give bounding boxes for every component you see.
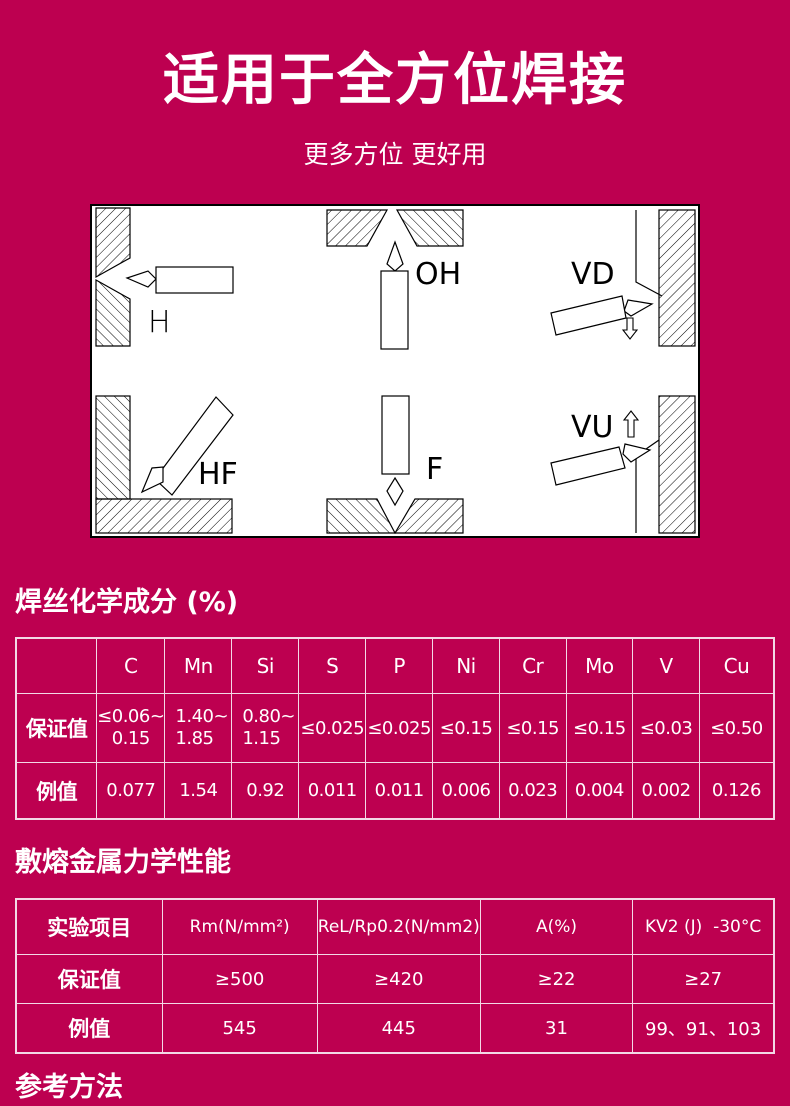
header-cell-rm: Rm(N/mm²) [161, 898, 318, 955]
next-section-title: 参考方法 [15, 1072, 123, 1103]
row-label-guaranteed: 保证值 [15, 693, 98, 763]
cell-si: 0.80~1.15 [231, 693, 300, 763]
header-cell-cu: Cu [698, 637, 775, 694]
cell-s: ≤0.025 [298, 693, 367, 763]
cell-ni: ≤0.15 [432, 693, 500, 763]
svg-text:H: H [148, 305, 171, 340]
header-cell-mn: Mn [164, 637, 233, 694]
hf-position-icon: HF [95, 395, 238, 534]
svg-text:VU: VU [571, 410, 613, 445]
header-cell-test-item: 实验项目 [15, 898, 163, 955]
cell-mn: 1.54 [164, 762, 233, 820]
svg-text:F: F [426, 452, 443, 487]
row-label-example: 例值 [15, 762, 98, 820]
oh-position-icon: OH [326, 209, 464, 350]
cell-ni: 0.006 [432, 762, 500, 820]
cell-kv2: 99、91、103 [632, 1003, 775, 1054]
cell-kv2: ≥27 [632, 954, 775, 1004]
header-cell-mo: Mo [565, 637, 634, 694]
cell-v: 0.002 [632, 762, 700, 820]
cell-a: 31 [479, 1003, 634, 1054]
cell-si-line1: 0.80~ [242, 706, 295, 727]
cell-c: 0.077 [96, 762, 166, 820]
cell-mn-line2: 1.85 [175, 728, 214, 749]
header-cell-cr: Cr [498, 637, 567, 694]
header-cell-empty [15, 637, 98, 694]
table-row: 例值 0.077 1.54 0.92 0.011 0.011 0.006 0.0… [15, 762, 775, 820]
chemical-composition-table: C Mn Si S P Ni Cr Mo V Cu 保证值 ≤0.06~0.15… [15, 637, 775, 820]
header-cell-a: A(%) [479, 898, 634, 955]
cell-mo: 0.004 [565, 762, 634, 820]
table-row: 例值 545 445 31 99、91、103 [15, 1003, 775, 1054]
header-cell-ni: Ni [432, 637, 500, 694]
page-subtitle: 更多方位 更好用 [303, 140, 487, 169]
cell-si-line2: 1.15 [242, 728, 281, 749]
header-cell-c: C [96, 637, 166, 694]
cell-rel: 445 [316, 1003, 481, 1054]
row-label-guaranteed: 保证值 [15, 954, 163, 1004]
cell-cr: 0.023 [498, 762, 567, 820]
vd-position-icon: VD [550, 209, 696, 347]
svg-text:OH: OH [415, 257, 461, 292]
cell-cu: 0.126 [698, 762, 775, 820]
cell-c-line1: ≤0.06~ [97, 706, 165, 727]
cell-p: 0.011 [365, 762, 434, 820]
mechanical-properties-title: 敷熔金属力学性能 [15, 847, 231, 878]
header-cell-s: S [298, 637, 367, 694]
cell-cu: ≤0.50 [698, 693, 775, 763]
cell-a: ≥22 [479, 954, 634, 1004]
header-cell-kv2: KV2 (J) -30°C [632, 898, 775, 955]
cell-cr: ≤0.15 [498, 693, 567, 763]
cell-si: 0.92 [231, 762, 300, 820]
page-title: 适用于全方位焊接 [163, 48, 627, 113]
header-cell-rel: ReL/Rp0.2(N/mm2) [316, 898, 481, 955]
cell-mn-line1: 1.40~ [175, 706, 229, 727]
mechanical-properties-table: 实验项目 Rm(N/mm²) ReL/Rp0.2(N/mm2) A(%) KV2… [15, 898, 775, 1054]
header-cell-si: Si [231, 637, 300, 694]
cell-s: 0.011 [298, 762, 367, 820]
cell-c-line2: 0.15 [111, 728, 151, 749]
table-row: 保证值 ≤0.06~0.15 1.40~1.85 0.80~1.15 ≤0.02… [15, 693, 775, 763]
f-position-icon: F [326, 395, 464, 534]
header-cell-v: V [632, 637, 700, 694]
vu-position-icon: VU [550, 395, 696, 534]
cell-rel: ≥420 [316, 954, 481, 1004]
cell-v: ≤0.03 [632, 693, 700, 763]
table-header-row: 实验项目 Rm(N/mm²) ReL/Rp0.2(N/mm2) A(%) KV2… [15, 898, 775, 955]
cell-rm: ≥500 [161, 954, 318, 1004]
cell-rm: 545 [161, 1003, 318, 1054]
chemical-composition-title: 焊丝化学成分 (%) [15, 587, 239, 618]
h-position-icon: H [95, 207, 234, 347]
svg-text:HF: HF [198, 457, 238, 492]
table-header-row: C Mn Si S P Ni Cr Mo V Cu [15, 637, 775, 694]
welding-positions-diagram: H OH VD HF [90, 204, 700, 538]
header-cell-p: P [365, 637, 434, 694]
row-label-example: 例值 [15, 1003, 163, 1054]
table-row: 保证值 ≥500 ≥420 ≥22 ≥27 [15, 954, 775, 1004]
cell-mo: ≤0.15 [565, 693, 634, 763]
cell-mn: 1.40~1.85 [164, 693, 233, 763]
svg-text:VD: VD [571, 257, 615, 292]
cell-c: ≤0.06~0.15 [96, 693, 166, 763]
cell-p: ≤0.025 [365, 693, 434, 763]
